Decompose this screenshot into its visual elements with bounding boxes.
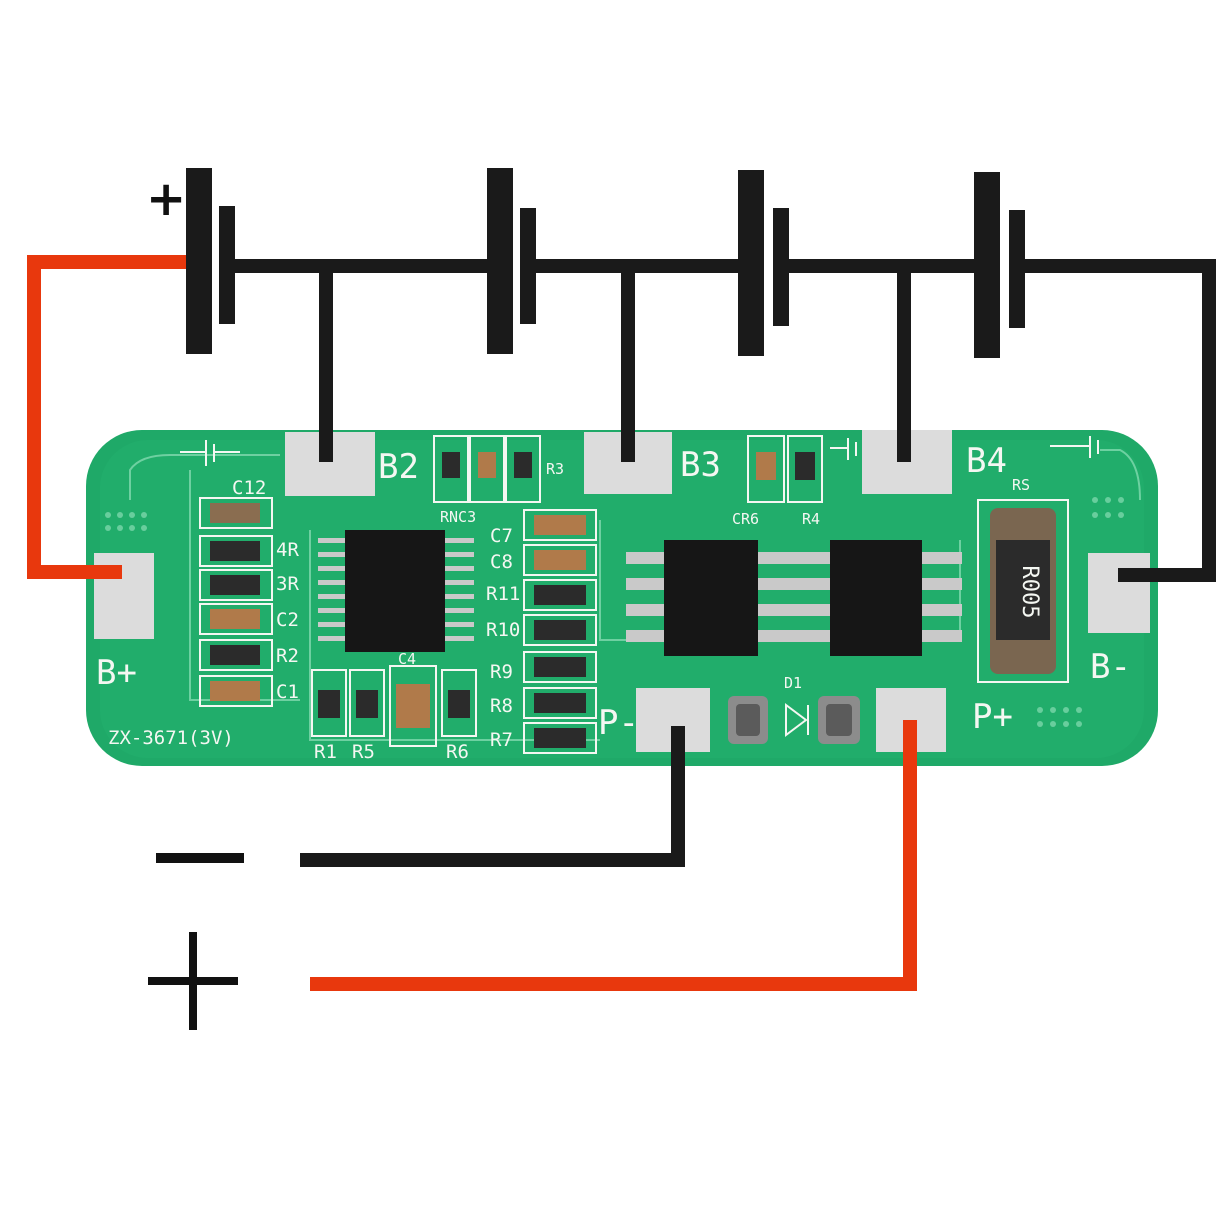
label-c2: C2 — [276, 609, 299, 631]
label-c4: C4 — [398, 650, 416, 668]
diode-d1 — [728, 696, 860, 744]
output-minus-label: — — [0, 0, 1, 1]
label-b-minus: B- — [1090, 647, 1131, 687]
label-r10: R10 — [486, 619, 520, 641]
smd-column-middle — [523, 509, 597, 754]
pcb-inner-shade — [100, 440, 1144, 758]
pcb-board: R005 B+ B2 B3 B4 B- P- P+ ZX-3671(3V) C1… — [86, 430, 1158, 766]
mosfet-right — [792, 540, 962, 656]
label-r1: R1 — [314, 741, 337, 763]
label-r11: R11 — [486, 583, 520, 605]
cell2-negative-plate — [520, 208, 536, 324]
label-b2: B2 — [378, 447, 419, 487]
smd-bottom-left — [311, 665, 477, 747]
label-model: ZX-3671(3V) — [108, 727, 234, 749]
label-p-minus: P- — [598, 703, 639, 743]
label-b4: B4 — [966, 441, 1007, 481]
mosfet-left — [626, 540, 796, 656]
output-plus-symbol: + — [0, 0, 238, 1030]
battery-plus-symbol: + — [146, 171, 186, 227]
smd-top-row — [433, 435, 541, 503]
label-rs: RS — [1012, 476, 1030, 494]
silkscreen-labels: B+ B2 B3 B4 B- P- P+ ZX-3671(3V) C12 4R … — [96, 441, 1131, 763]
red-wires — [27, 255, 917, 991]
label-c12: C12 — [232, 477, 266, 499]
silkscreen-cap-symbols — [180, 436, 1099, 466]
shunt-marking-text: R005 — [1017, 566, 1042, 619]
cell3-negative-plate — [773, 208, 789, 326]
cell1-negative-plate — [219, 206, 235, 324]
smd-near-b4 — [747, 435, 823, 503]
label-r4-top: R4 — [802, 510, 820, 528]
cell1-positive-plate — [186, 168, 212, 354]
label-b3: B3 — [680, 445, 721, 485]
label-r6: R6 — [446, 741, 469, 763]
black-wires — [235, 259, 1216, 867]
battery-string — [186, 168, 1025, 358]
label-c7: C7 — [490, 525, 513, 547]
label-b-plus: B+ — [96, 653, 137, 693]
cell4-negative-plate — [1009, 210, 1025, 328]
label-r9: R9 — [490, 661, 513, 683]
wire-b-plus — [27, 255, 186, 579]
via-dots — [105, 497, 1124, 727]
label-p-plus: P+ — [972, 697, 1013, 737]
protection-ic — [318, 530, 474, 652]
label-r7: R7 — [490, 729, 513, 751]
cell4-positive-plate — [974, 172, 1000, 358]
output-plus-label: + — [0, 0, 1, 1]
label-r5-bottom: R5 — [352, 741, 375, 763]
label-c8: C8 — [490, 551, 513, 573]
label-r8: R8 — [490, 695, 513, 717]
cell3-positive-plate — [738, 170, 764, 356]
label-r3-top: R3 — [546, 460, 564, 478]
label-rnc3: RNC3 — [440, 508, 476, 526]
label-r2: R2 — [276, 645, 299, 667]
label-3r: 3R — [276, 573, 299, 595]
cell2-positive-plate — [487, 168, 513, 354]
label-d1: D1 — [784, 674, 802, 692]
shunt-resistor: R005 — [977, 499, 1069, 683]
output-minus-symbol: — — [0, 0, 244, 863]
wire-p-minus-output — [300, 726, 685, 867]
label-c1: C1 — [276, 681, 299, 703]
label-4r: 4R — [276, 539, 299, 561]
wire-p-plus-output — [310, 720, 917, 991]
smd-column-left — [199, 497, 273, 707]
wire-b-minus — [1025, 259, 1216, 582]
label-cr6: CR6 — [732, 510, 759, 528]
pad-b-minus — [1088, 553, 1150, 633]
